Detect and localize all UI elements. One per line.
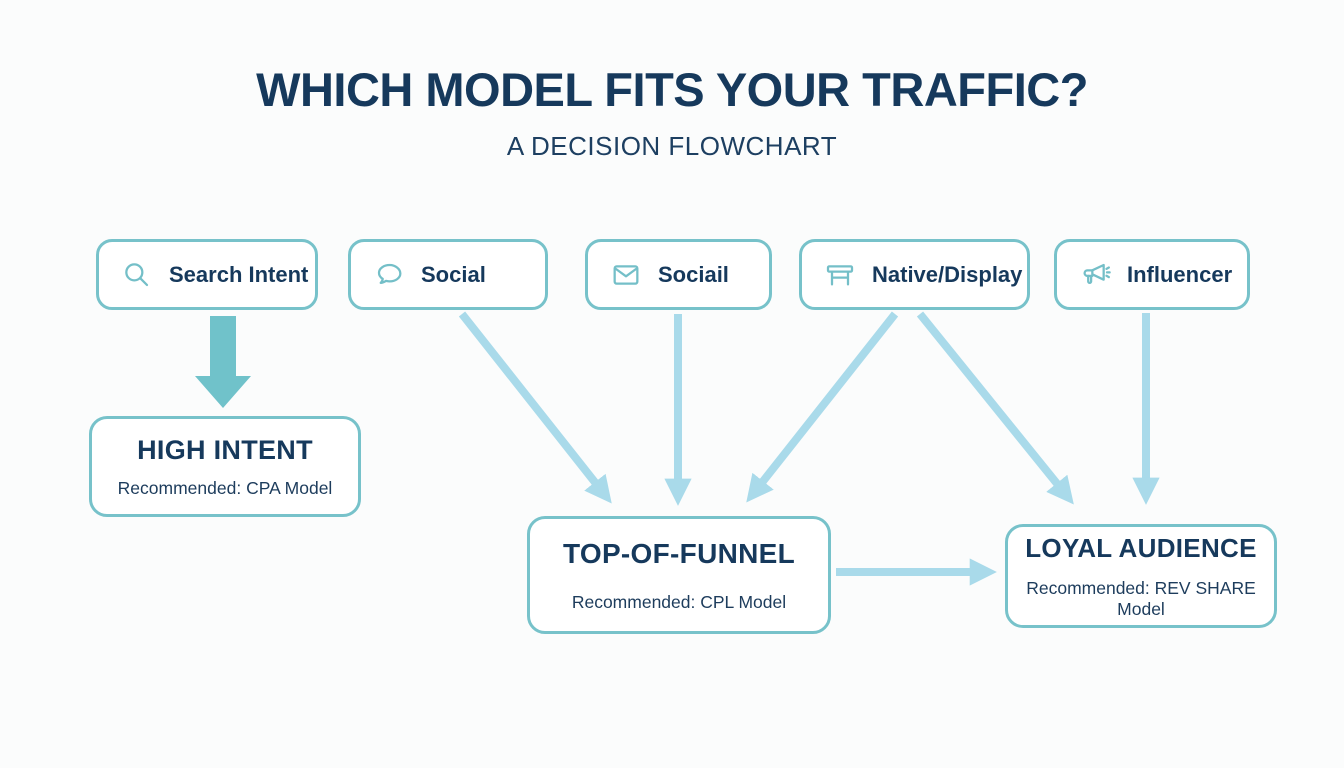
source-box-sociail: Sociail xyxy=(585,239,772,310)
outcome-recommendation: Recommended: CPL Model xyxy=(571,591,787,612)
arrow-native-display-to-loyal-audience xyxy=(916,311,1074,505)
display-stand-icon xyxy=(824,259,856,291)
arrow-native-display-to-top-of-funnel xyxy=(746,311,899,503)
search-icon xyxy=(121,259,153,291)
outcome-recommendation: Recommended: CPA Model xyxy=(117,477,333,498)
header: WHICH MODEL FITS YOUR TRAFFIC? A DECISIO… xyxy=(0,62,1344,162)
envelope-icon xyxy=(610,259,642,291)
source-box-native-display: Native/Display xyxy=(799,239,1030,310)
outcome-box-high-intent: HIGH INTENT Recommended: CPA Model xyxy=(89,416,361,517)
source-label: Influencer xyxy=(1127,261,1233,287)
arrow-social-to-top-of-funnel xyxy=(458,311,612,504)
source-box-social: Social xyxy=(348,239,548,310)
source-label: Social xyxy=(421,261,486,287)
source-label: Search Intent xyxy=(169,261,309,287)
speech-bubble-icon xyxy=(373,259,405,291)
outcome-title: HIGH INTENT xyxy=(137,434,313,465)
source-box-influencer: Influencer xyxy=(1054,239,1250,310)
arrow-search-intent-to-high-intent xyxy=(195,316,251,408)
outcome-recommendation: Recommended: REV SHARE Model xyxy=(1026,577,1256,619)
outcome-box-loyal-audience: LOYAL AUDIENCE Recommended: REV SHARE Mo… xyxy=(1005,524,1277,628)
source-label: Native/Display xyxy=(872,261,1023,287)
source-label: Sociail xyxy=(658,261,729,287)
megaphone-icon xyxy=(1079,259,1111,291)
source-box-search-intent: Search Intent xyxy=(96,239,318,310)
outcome-title: TOP-OF-FUNNEL xyxy=(562,537,796,569)
outcome-title: LOYAL AUDIENCE xyxy=(1025,532,1257,563)
page-subtitle: A DECISION FLOWCHART xyxy=(506,131,838,161)
outcome-box-top-of-funnel: TOP-OF-FUNNEL Recommended: CPL Model xyxy=(527,516,831,634)
page-title: WHICH MODEL FITS YOUR TRAFFIC? xyxy=(256,63,1088,116)
